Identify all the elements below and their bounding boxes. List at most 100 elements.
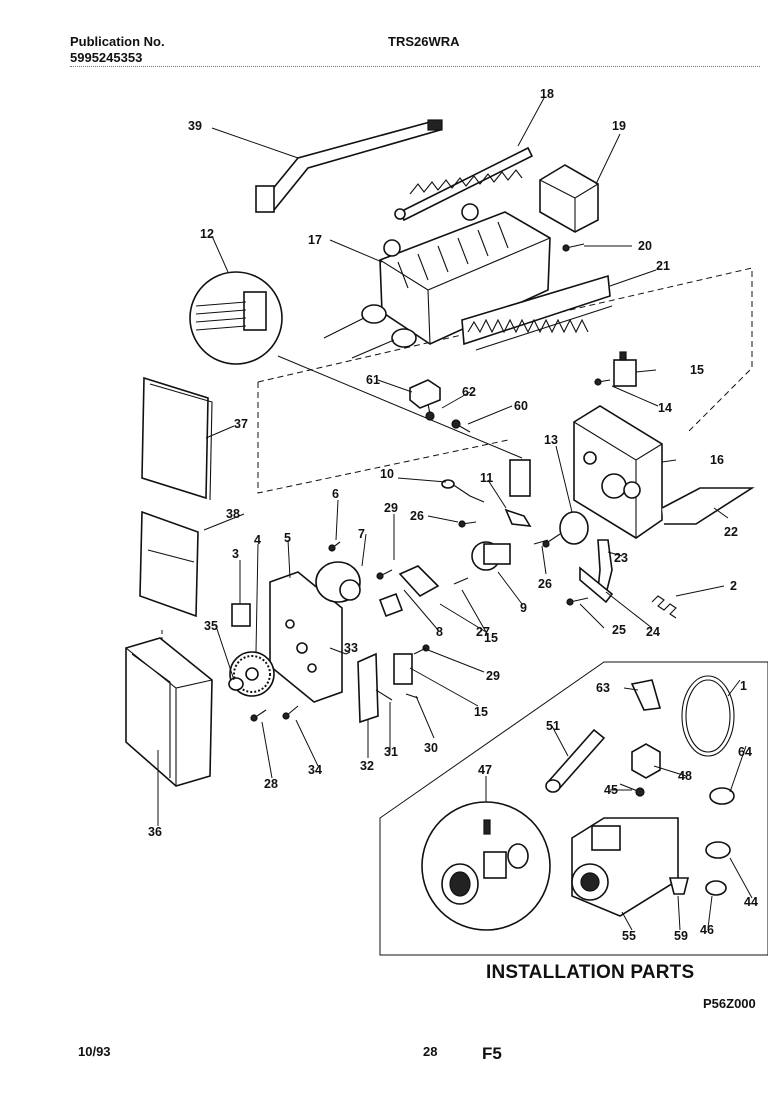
nut-48-part [631, 743, 661, 779]
part-number-3: 3 [232, 547, 239, 561]
part-number-8: 8 [436, 625, 443, 639]
part-number-15-top: 15 [690, 363, 704, 377]
part-number-17: 17 [308, 233, 322, 247]
part-number-5: 5 [284, 531, 291, 545]
part-number-13: 13 [544, 433, 558, 447]
part-number-45: 45 [604, 783, 618, 797]
part-number-48: 48 [678, 769, 692, 783]
switch-15-part [613, 351, 637, 387]
part-number-55: 55 [622, 929, 636, 943]
part-number-64: 64 [738, 745, 752, 759]
cam-9-part [471, 541, 511, 571]
part-number-24: 24 [646, 625, 660, 639]
model-number: TRS26WRA [388, 34, 460, 49]
clip-46-part [705, 880, 727, 896]
manual-37-part [141, 376, 213, 501]
control-housing-part [573, 405, 755, 539]
part-number-36: 36 [148, 825, 162, 839]
bracket-61-part [409, 379, 441, 409]
part-number-25: 25 [612, 623, 626, 637]
part-number-30: 30 [424, 741, 438, 755]
part-number-26-mid: 26 [410, 509, 424, 523]
manual-38-part [139, 510, 199, 618]
part-number-38: 38 [226, 507, 240, 521]
part-number-37: 37 [234, 417, 248, 431]
part-number-11: 11 [480, 471, 493, 485]
clamp-64-part [709, 787, 735, 805]
part-number-4: 4 [254, 533, 261, 547]
ice-mold-part [323, 203, 551, 359]
fitting-59-part [668, 877, 690, 895]
header-rule [70, 66, 760, 67]
part-number-18: 18 [540, 87, 554, 101]
publication-number: 5995245353 [70, 50, 143, 65]
part-number-63: 63 [596, 681, 610, 695]
part-number-51: 51 [546, 719, 560, 733]
part-number-15-mid: 15 [484, 631, 498, 645]
water-valve-55-part [571, 817, 679, 917]
heater-part [461, 274, 613, 351]
part-number-29-mid: 29 [384, 501, 398, 515]
part-number-9: 9 [520, 601, 527, 615]
spring-2-part [651, 595, 677, 619]
part-number-34: 34 [308, 763, 322, 777]
part-number-20: 20 [638, 239, 652, 253]
part-number-35: 35 [204, 619, 218, 633]
mount-plate-5-part [269, 571, 343, 703]
clip-63-part [630, 679, 662, 711]
footer-section: F5 [482, 1044, 502, 1063]
installation-parts-box [379, 661, 768, 956]
switch-8-part [398, 565, 440, 598]
part-number-6: 6 [332, 487, 339, 501]
part-number-22: 22 [724, 525, 738, 539]
part-number-10: 10 [380, 467, 394, 481]
part-number-1: 1 [740, 679, 747, 693]
part-number-60: 60 [514, 399, 528, 413]
part-number-39: 39 [188, 119, 202, 133]
footer-date: 10/93 [78, 1044, 111, 1059]
part-number-62: 62 [462, 385, 476, 399]
switch-15c-part [393, 653, 413, 685]
installation-parts-title: INSTALLATION PARTS [486, 962, 695, 983]
carton-36-part [125, 637, 213, 787]
part-number-33: 33 [344, 641, 358, 655]
part-number-32: 32 [360, 759, 374, 773]
part-number-14: 14 [658, 401, 672, 415]
publication-label: Publication No. [70, 34, 165, 49]
part-number-31: 31 [384, 745, 398, 759]
tubing-1-part [681, 675, 735, 757]
part-number-44: 44 [744, 895, 758, 909]
valve-inlet-detail [421, 801, 551, 931]
washer-35-part [228, 677, 244, 691]
part-number-12: 12 [200, 227, 214, 241]
tag-3-part [231, 603, 251, 627]
part-number-29-low: 29 [486, 669, 500, 683]
part-number-46: 46 [700, 923, 714, 937]
footer-page-number: 28 [423, 1044, 438, 1059]
connector-part [509, 459, 531, 497]
wiring-harness-detail [189, 271, 523, 459]
clamp-44-part [705, 841, 731, 859]
fill-tube-part [255, 119, 443, 213]
part-number-2: 2 [730, 579, 737, 593]
part-number-16: 16 [710, 453, 724, 467]
part-number-19: 19 [612, 119, 626, 133]
part-number-28: 28 [264, 777, 278, 791]
part-number-7: 7 [358, 527, 365, 541]
part-number-59: 59 [674, 929, 688, 943]
part-number-23: 23 [614, 551, 628, 565]
bracket-32-part [357, 652, 379, 724]
lever-24-part [579, 539, 614, 604]
clip-11-part [504, 508, 532, 527]
motor-13-part [542, 511, 589, 548]
part-number-47: 47 [478, 763, 492, 777]
part-number-26-right: 26 [538, 577, 552, 591]
part-number-61: 61 [366, 373, 380, 387]
ejector-part [394, 146, 534, 222]
mold-cover-part [539, 164, 599, 233]
part-number-21: 21 [656, 259, 670, 273]
motor-7-part [315, 561, 361, 603]
part-number-27: 27 [476, 625, 490, 639]
part-number-15-low: 15 [474, 705, 488, 719]
